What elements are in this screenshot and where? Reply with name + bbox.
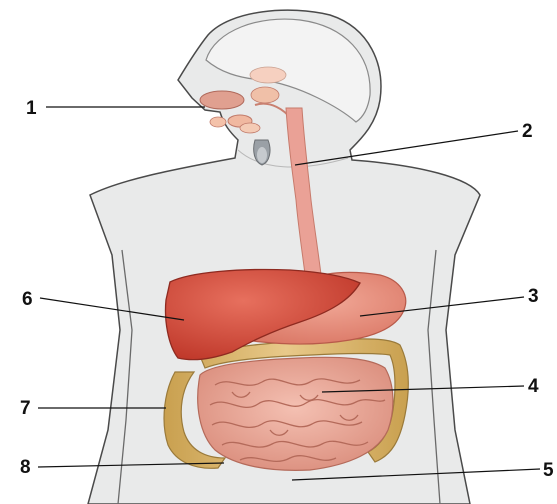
callout-1: 1 <box>26 98 37 119</box>
callout-2: 2 <box>522 121 533 142</box>
callout-7: 7 <box>20 398 31 419</box>
callout-3: 3 <box>528 286 539 307</box>
callout-4: 4 <box>528 376 539 397</box>
small-intestine <box>198 357 393 470</box>
callout-6: 6 <box>22 289 33 310</box>
callout-5: 5 <box>543 460 554 481</box>
callout-8: 8 <box>20 457 31 478</box>
